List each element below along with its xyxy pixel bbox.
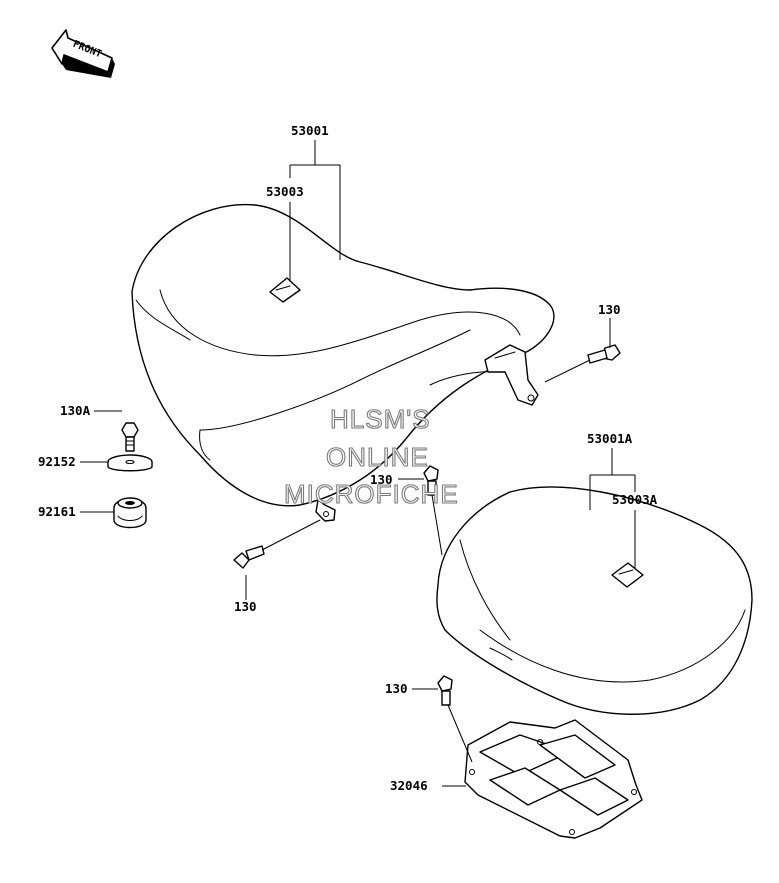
label-130-lower-left: 130: [234, 599, 257, 614]
label-32046: 32046: [390, 778, 428, 793]
label-130-cover: 130: [385, 681, 408, 696]
label-92161: 92161: [38, 504, 76, 519]
label-53001: 53001: [291, 123, 329, 138]
watermark-line-2: ONLINE: [326, 442, 429, 472]
watermark-line-3: MICROFICHE: [284, 479, 459, 509]
watermark: HLSM'S ONLINE MICROFICHE: [283, 403, 459, 509]
front-arrow-icon: FRONT: [51, 29, 115, 78]
bolt-center: [423, 465, 443, 556]
bolt-right: [544, 344, 621, 383]
watermark-line-1: HLSM'S: [330, 404, 431, 434]
rear-seat: [436, 486, 753, 715]
label-130-right: 130: [598, 302, 621, 317]
bolt-left-lower: [233, 519, 321, 569]
collar-92152: [107, 454, 153, 472]
seat-cover-plate: [464, 719, 643, 839]
front-seat: [131, 203, 555, 522]
label-92152: 92152: [38, 454, 76, 469]
label-53001a: 53001A: [587, 431, 633, 446]
bolt-cover: [437, 675, 473, 763]
damper-92161: [113, 497, 147, 529]
bolt-left-130a: [121, 422, 139, 452]
label-130a: 130A: [60, 403, 91, 418]
leader-lines: [80, 140, 636, 787]
label-53003: 53003: [266, 184, 304, 199]
label-53003a: 53003A: [612, 492, 658, 507]
label-130-center: 130: [370, 472, 393, 487]
